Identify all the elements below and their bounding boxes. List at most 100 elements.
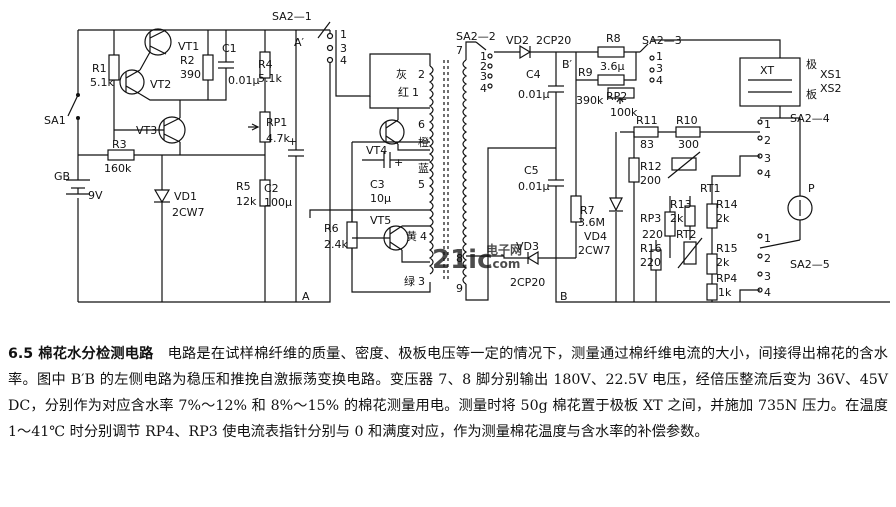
- label-sw4-n1: 1: [764, 118, 771, 131]
- label-vd1: VD1: [174, 190, 197, 203]
- label-vd1-value: 2CW7: [172, 206, 205, 219]
- thermistor-rt1: RT1: [667, 151, 721, 195]
- label-tap-7: 7: [456, 44, 463, 57]
- label-r1: R1: [92, 62, 107, 75]
- label-r6: R6: [324, 222, 339, 235]
- label-tap-9: 9: [456, 282, 463, 295]
- label-sa2-2: SA2—2: [456, 30, 496, 43]
- label-yellow: 黄: [406, 229, 417, 243]
- plates-xt: XT 极 XS1 板 XS2: [739, 57, 842, 118]
- label-tap-6: 6: [418, 118, 425, 131]
- label-sw5-n2: 2: [764, 252, 771, 265]
- label-c5-value: 0.01μ: [518, 180, 550, 193]
- label-sa2-1: SA2—1: [272, 10, 312, 23]
- resistor-r16: R16 220: [640, 240, 662, 302]
- capacitor-c1: C1 0.01μ: [208, 30, 260, 101]
- label-rp4-value: 1k: [718, 286, 732, 299]
- label-r4-value: 5.1k: [258, 72, 282, 85]
- label-r13: R13: [670, 198, 692, 211]
- switch-sa2-1: SA2—1 A′ 1 3 4 A: [272, 10, 347, 303]
- pot-rp1: RP1 4.7k: [248, 111, 290, 302]
- label-tap-5: 5: [418, 178, 425, 191]
- label-r10-value: 300: [678, 138, 699, 151]
- resistor-r13: R13 2k: [670, 196, 696, 240]
- watermark-cn: 电子网: [486, 242, 522, 257]
- resistor-r11: R11 83: [620, 114, 670, 151]
- label-vd4-value: 2CW7: [578, 244, 611, 257]
- resistor-r8: R8 3.6μ: [556, 32, 640, 73]
- label-r12: R12: [640, 160, 662, 173]
- switch-sa2-4: SA2—4 1 2 3 4: [711, 112, 830, 196]
- label-c1: C1: [222, 42, 237, 55]
- resistor-r9: R9 390k: [576, 52, 637, 107]
- thermistor-rt2: RT2: [676, 228, 703, 269]
- label-sw4-n2: 2: [764, 134, 771, 147]
- label-r15-value: 2k: [716, 256, 730, 269]
- label-sw5-n4: 4: [764, 286, 771, 299]
- label-red-n: 1: [412, 86, 419, 99]
- diode-vd3: VD3 2CP20: [510, 240, 576, 289]
- label-c3: C3: [370, 178, 385, 191]
- label-sw2-n4: 4: [480, 82, 487, 95]
- label-gb: GB: [54, 170, 70, 183]
- label-grey: 灰: [396, 67, 407, 81]
- label-r3: R3: [112, 138, 127, 151]
- section-heading: 6.5 棉花水分检测电路: [8, 346, 154, 362]
- label-r3-value: 160k: [104, 162, 132, 175]
- label-r10: R10: [676, 114, 698, 127]
- label-rt1: RT1: [700, 182, 721, 195]
- label-gb-voltage: 9V: [88, 189, 103, 202]
- label-c4: C4: [526, 68, 541, 81]
- label-r13-value: 2k: [670, 212, 684, 225]
- watermark-logo: 21ic 电子网 .com: [432, 242, 522, 275]
- label-red: 红: [398, 86, 409, 99]
- label-grey-n: 2: [418, 68, 425, 81]
- label-rp2: RP2: [606, 90, 627, 103]
- label-tap-8: 8: [456, 252, 463, 265]
- capacitor-c5: C5 0.01μ: [518, 148, 564, 258]
- label-r9-value: 390k: [576, 94, 604, 107]
- label-r16-value: 220: [640, 256, 661, 269]
- watermark-com: .com: [488, 257, 520, 271]
- label-sw2-n1: 1: [480, 50, 487, 63]
- label-sw4-n3: 3: [764, 152, 771, 165]
- label-green-n: 3: [418, 275, 425, 288]
- label-sw3-n4: 4: [656, 74, 663, 87]
- capacitor-c4: C4 0.01μ B′: [518, 52, 573, 148]
- label-sw4-n4: 4: [764, 168, 771, 181]
- label-rt2: RT2: [676, 228, 697, 241]
- transistor-vt2: VT2: [119, 51, 208, 101]
- resistor-r12: R12 200: [628, 132, 662, 302]
- label-sw5-n3: 3: [764, 270, 771, 283]
- resistor-r5: R5 12k: [236, 179, 271, 208]
- label-sa1: SA1: [44, 114, 66, 127]
- label-sw3-n1: 1: [656, 50, 663, 63]
- label-sw5-n1: 1: [764, 232, 771, 245]
- label-r5-value: 12k: [236, 195, 257, 208]
- label-vd2: VD2: [506, 34, 529, 47]
- label-a-prime: A′: [294, 36, 305, 49]
- label-a: A: [302, 290, 310, 303]
- label-r14: R14: [716, 198, 738, 211]
- label-sw1-n3: 3: [340, 42, 347, 55]
- svg-text:+: +: [288, 135, 297, 148]
- label-r9: R9: [578, 66, 593, 79]
- resistor-r6: R6 2.4k: [324, 210, 358, 260]
- label-r11-value: 83: [640, 138, 654, 151]
- transformer-primary: [428, 60, 449, 282]
- label-r11: R11: [636, 114, 658, 127]
- svg-text:+: +: [394, 156, 403, 169]
- label-vt2: VT2: [150, 78, 171, 91]
- label-sw2-n2: 2: [480, 60, 487, 73]
- label-r15: R15: [716, 242, 738, 255]
- label-r4: R4: [258, 58, 273, 71]
- switch-sa1: SA1: [44, 93, 80, 127]
- resistor-r10: R10 300: [670, 114, 760, 151]
- capacitor-c2: + C2 100μ: [264, 30, 304, 302]
- transistor-vt1: VT1: [144, 28, 199, 56]
- circuit-schematic: GB 9V SA1 R1 5.1k VT1 VT2 R2 390: [44, 10, 890, 303]
- label-xs1: XS1: [820, 68, 842, 81]
- label-sw3-n3: 3: [656, 62, 663, 75]
- label-vt5: VT5: [370, 214, 391, 227]
- label-r16: R16: [640, 242, 662, 255]
